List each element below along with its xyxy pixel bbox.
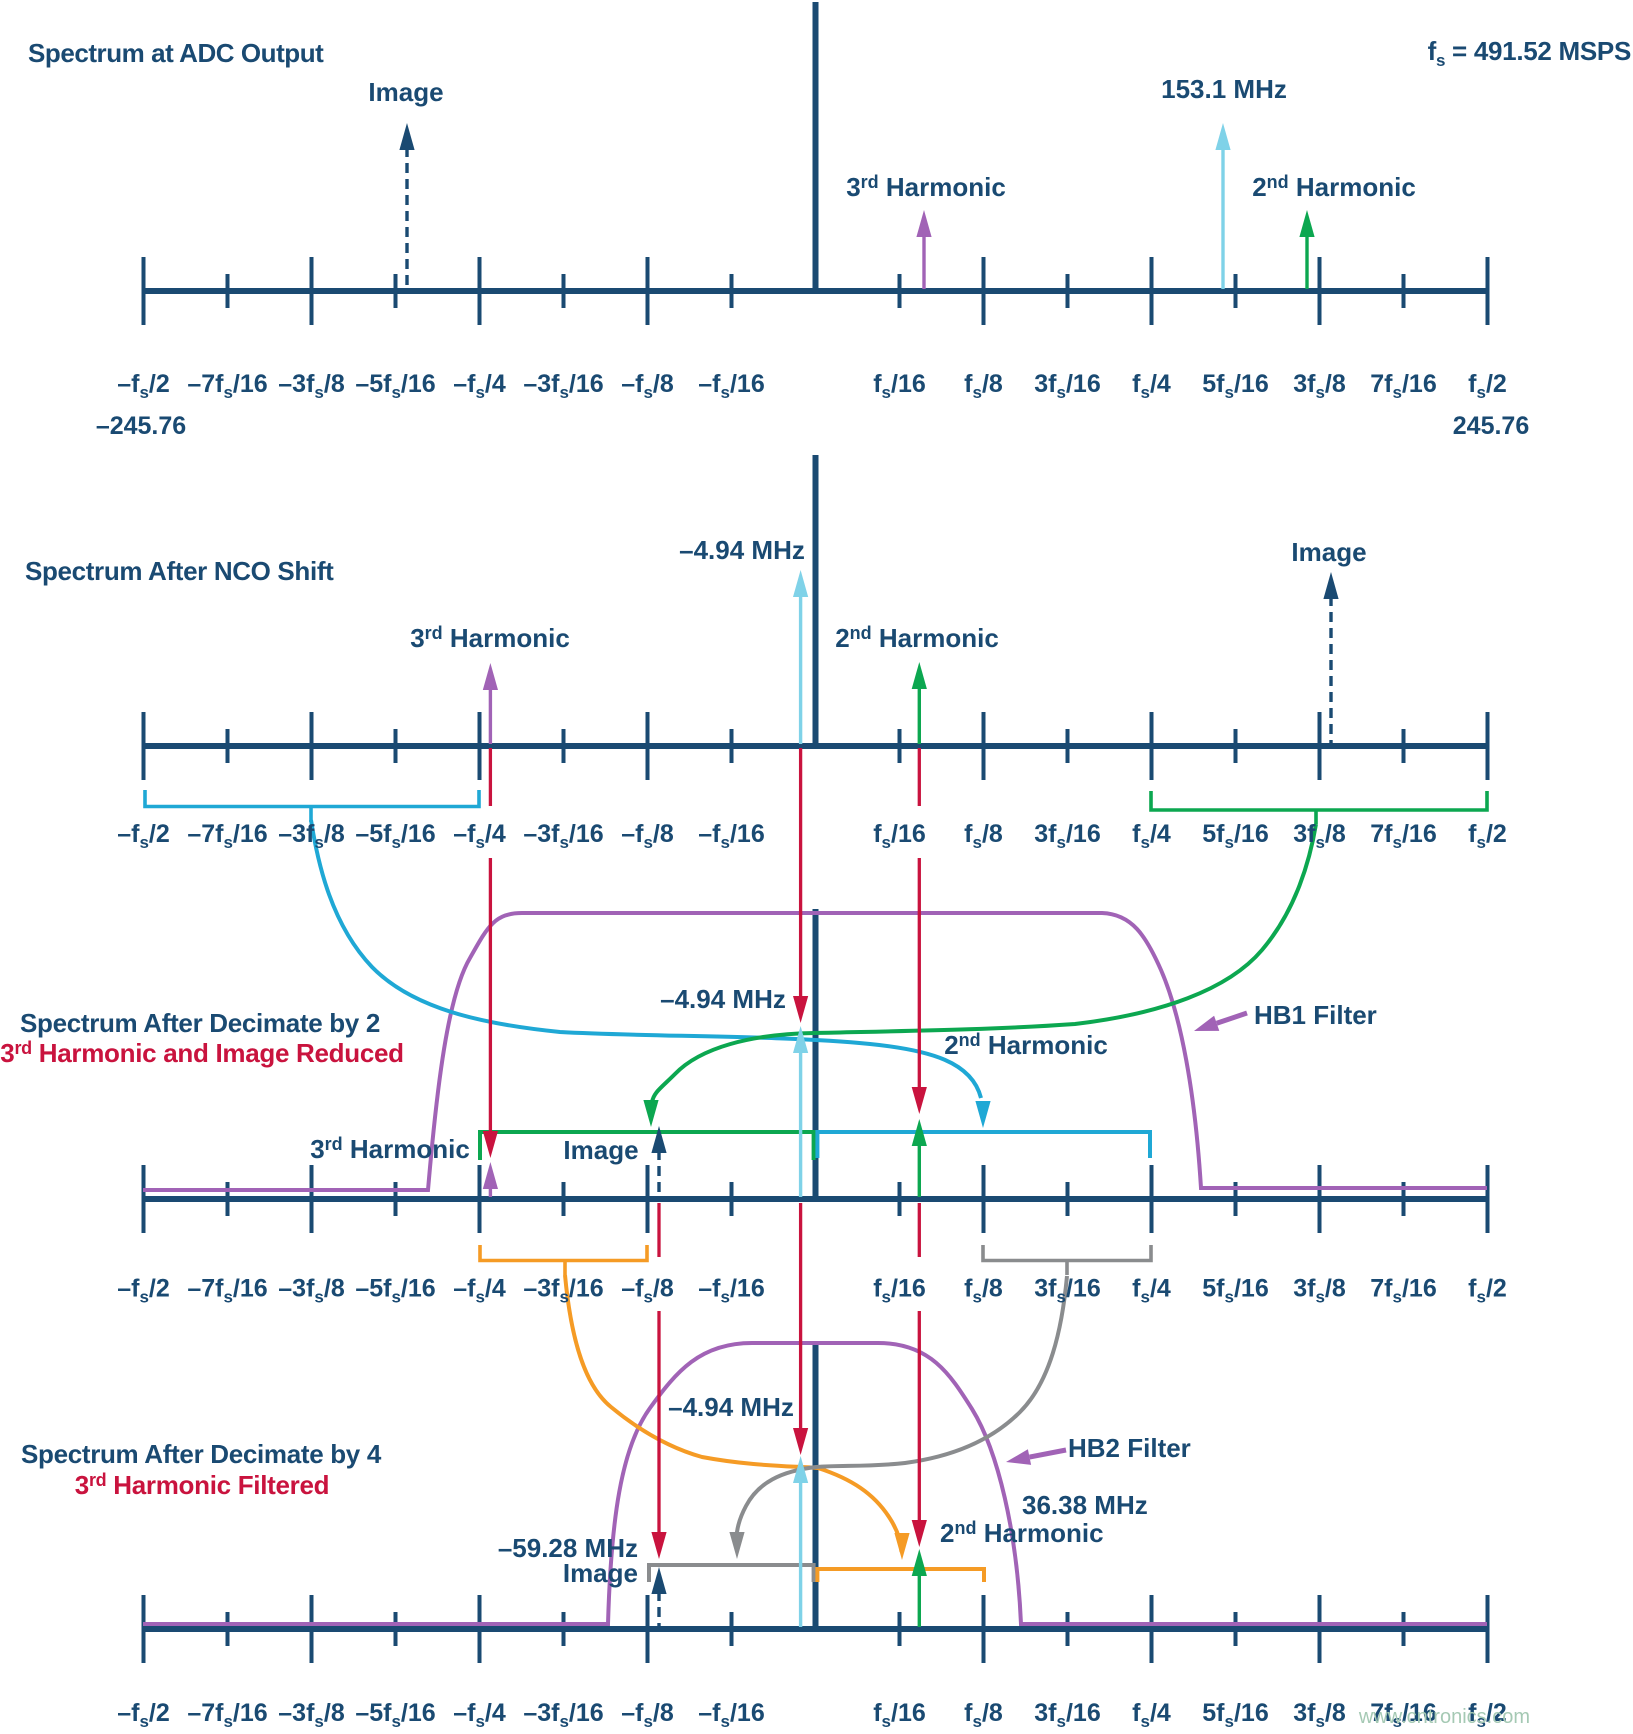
svg-text:fs/8: fs/8 <box>964 1699 1003 1731</box>
svg-text:2nd Harmonic: 2nd Harmonic <box>940 1518 1104 1548</box>
svg-text:HB2 Filter: HB2 Filter <box>1068 1433 1191 1463</box>
svg-text:–fs/16: –fs/16 <box>698 1275 764 1307</box>
svg-text:fs/8: fs/8 <box>964 1275 1003 1307</box>
svg-text:www.cntronics.com: www.cntronics.com <box>1358 1706 1530 1728</box>
svg-text:–fs/4: –fs/4 <box>453 1699 506 1731</box>
svg-text:–3fs/8: –3fs/8 <box>278 370 345 402</box>
svg-text:–fs/16: –fs/16 <box>698 820 764 852</box>
svg-text:Image: Image <box>563 1135 638 1165</box>
svg-text:–3fs/16: –3fs/16 <box>523 1275 603 1307</box>
svg-text:3fs/8: 3fs/8 <box>1293 1699 1346 1731</box>
svg-text:Spectrum After NCO Shift: Spectrum After NCO Shift <box>25 556 334 586</box>
svg-text:fs/4: fs/4 <box>1132 370 1171 402</box>
svg-text:36.38 MHz: 36.38 MHz <box>1022 1490 1148 1520</box>
svg-text:–fs/16: –fs/16 <box>698 1699 764 1731</box>
svg-text:HB1 Filter: HB1 Filter <box>1254 1000 1377 1030</box>
svg-text:Image: Image <box>563 1558 638 1588</box>
svg-text:fs/2: fs/2 <box>1468 820 1507 852</box>
svg-text:–3fs/8: –3fs/8 <box>278 1699 345 1731</box>
svg-text:fs/2: fs/2 <box>1468 1699 1507 1731</box>
svg-text:Spectrum After Decimate by 4: Spectrum After Decimate by 4 <box>21 1439 382 1469</box>
svg-text:7fs/16: 7fs/16 <box>1370 1699 1436 1731</box>
svg-text:fs/2: fs/2 <box>1468 1275 1507 1307</box>
svg-text:5fs/16: 5fs/16 <box>1202 370 1268 402</box>
svg-text:Image: Image <box>1291 537 1366 567</box>
svg-text:–4.94 MHz: –4.94 MHz <box>660 984 786 1014</box>
svg-text:fs/16: fs/16 <box>873 370 926 402</box>
svg-text:–59.28 MHz: –59.28 MHz <box>498 1533 638 1563</box>
svg-text:2nd Harmonic: 2nd Harmonic <box>1252 172 1416 202</box>
svg-text:fs/2: fs/2 <box>1468 370 1507 402</box>
svg-text:7fs/16: 7fs/16 <box>1370 370 1436 402</box>
svg-text:–fs/16: –fs/16 <box>698 370 764 402</box>
svg-text:Image: Image <box>368 77 443 107</box>
svg-text:7fs/16: 7fs/16 <box>1370 820 1436 852</box>
svg-text:fs/4: fs/4 <box>1132 820 1171 852</box>
svg-text:3fs/16: 3fs/16 <box>1034 820 1100 852</box>
svg-text:3fs/16: 3fs/16 <box>1034 1699 1100 1731</box>
svg-text:3rd Harmonic Filtered: 3rd Harmonic Filtered <box>75 1470 329 1500</box>
svg-text:–fs/8: –fs/8 <box>621 1699 674 1731</box>
svg-text:–3fs/8: –3fs/8 <box>278 1275 345 1307</box>
svg-text:fs/4: fs/4 <box>1132 1275 1171 1307</box>
svg-text:–fs/2: –fs/2 <box>117 370 170 402</box>
svg-text:3fs/8: 3fs/8 <box>1293 370 1346 402</box>
svg-text:3fs/16: 3fs/16 <box>1034 1275 1100 1307</box>
svg-text:–fs/4: –fs/4 <box>453 370 506 402</box>
svg-text:fs/16: fs/16 <box>873 820 926 852</box>
svg-text:–3fs/8: –3fs/8 <box>278 820 345 852</box>
svg-text:fs/16: fs/16 <box>873 1275 926 1307</box>
svg-text:–4.94 MHz: –4.94 MHz <box>668 1392 794 1422</box>
svg-text:5fs/16: 5fs/16 <box>1202 820 1268 852</box>
svg-text:5fs/16: 5fs/16 <box>1202 1699 1268 1731</box>
svg-text:5fs/16: 5fs/16 <box>1202 1275 1268 1307</box>
svg-text:–fs/4: –fs/4 <box>453 1275 506 1307</box>
svg-text:fs/16: fs/16 <box>873 1699 926 1731</box>
svg-text:Spectrum at ADC Output: Spectrum at ADC Output <box>28 38 324 68</box>
svg-text:3rd Harmonic and Image Reduced: 3rd Harmonic and Image Reduced <box>0 1038 403 1068</box>
svg-text:fs = 491.52 MSPS: fs = 491.52 MSPS <box>1428 36 1631 70</box>
svg-text:2nd Harmonic: 2nd Harmonic <box>835 623 999 653</box>
svg-text:–4.94 MHz: –4.94 MHz <box>679 535 805 565</box>
svg-text:fs/8: fs/8 <box>964 820 1003 852</box>
svg-text:fs/8: fs/8 <box>964 370 1003 402</box>
svg-text:Spectrum After Decimate by 2: Spectrum After Decimate by 2 <box>20 1008 380 1038</box>
svg-text:fs/4: fs/4 <box>1132 1699 1171 1731</box>
svg-text:153.1 MHz: 153.1 MHz <box>1161 74 1287 104</box>
svg-text:7fs/16: 7fs/16 <box>1370 1275 1436 1307</box>
svg-text:–3fs/16: –3fs/16 <box>523 820 603 852</box>
svg-text:245.76: 245.76 <box>1453 412 1529 440</box>
svg-text:–245.76: –245.76 <box>96 412 186 440</box>
svg-text:3fs/16: 3fs/16 <box>1034 370 1100 402</box>
